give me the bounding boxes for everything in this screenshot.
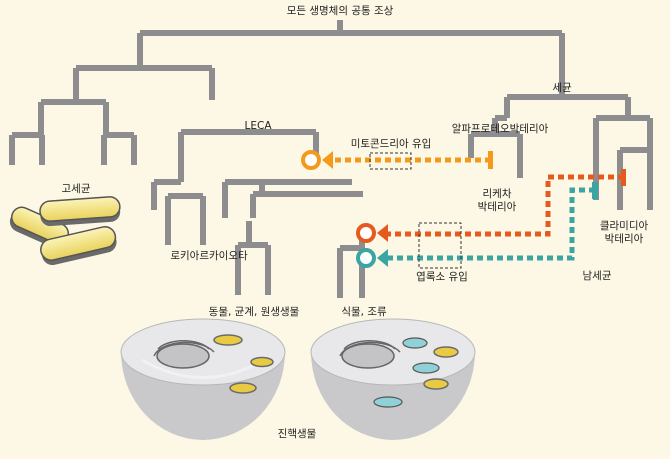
cyanobacteria-transfer-line xyxy=(384,187,595,261)
plastid-red-transfer-line xyxy=(384,174,624,237)
lokiarchaeota-label: 로키아르카이오타 xyxy=(170,250,248,262)
mitochondria-uptake-marker xyxy=(301,150,333,170)
root-label: 모든 생명체의 공통 조상 xyxy=(286,5,394,17)
plastid-origin-label: 엽록소 유입 xyxy=(416,271,468,283)
leca-label: LECA xyxy=(244,120,272,132)
archaea-label: 고세균 xyxy=(61,183,91,195)
chlamydia-label-line2: 박테리아 xyxy=(604,233,644,245)
plastid-event-box xyxy=(418,222,462,269)
rickettsia-label-line1: 리케차 xyxy=(482,188,512,200)
cyanobacteria-uptake-marker xyxy=(356,248,388,268)
cyanobacteria-label: 남세균 xyxy=(582,270,612,282)
animal-cell-illustration xyxy=(120,318,286,440)
plants-label: 식물, 조류 xyxy=(341,306,387,318)
mito-event-box xyxy=(369,152,412,170)
plant-cell-illustration xyxy=(310,318,476,440)
alpha-label: 알파프로테오박테리아 xyxy=(451,123,549,135)
bacteria-label: 세균 xyxy=(552,82,572,94)
eukaryotes-label: 진핵생물 xyxy=(277,428,317,440)
chlamydia-label-line1: 클라미디아 xyxy=(599,220,649,232)
rickettsia-label-line2: 박테리아 xyxy=(477,201,517,213)
plastid-uptake-marker xyxy=(356,223,388,243)
archaea-illustration xyxy=(9,196,121,266)
mito-origin-label: 미토콘드리아 유입 xyxy=(350,138,432,150)
endosymbiosis-lines xyxy=(326,157,624,261)
phylogenetic-tree xyxy=(9,20,653,298)
animals-label: 동물, 균계, 원생생물 xyxy=(208,306,300,318)
